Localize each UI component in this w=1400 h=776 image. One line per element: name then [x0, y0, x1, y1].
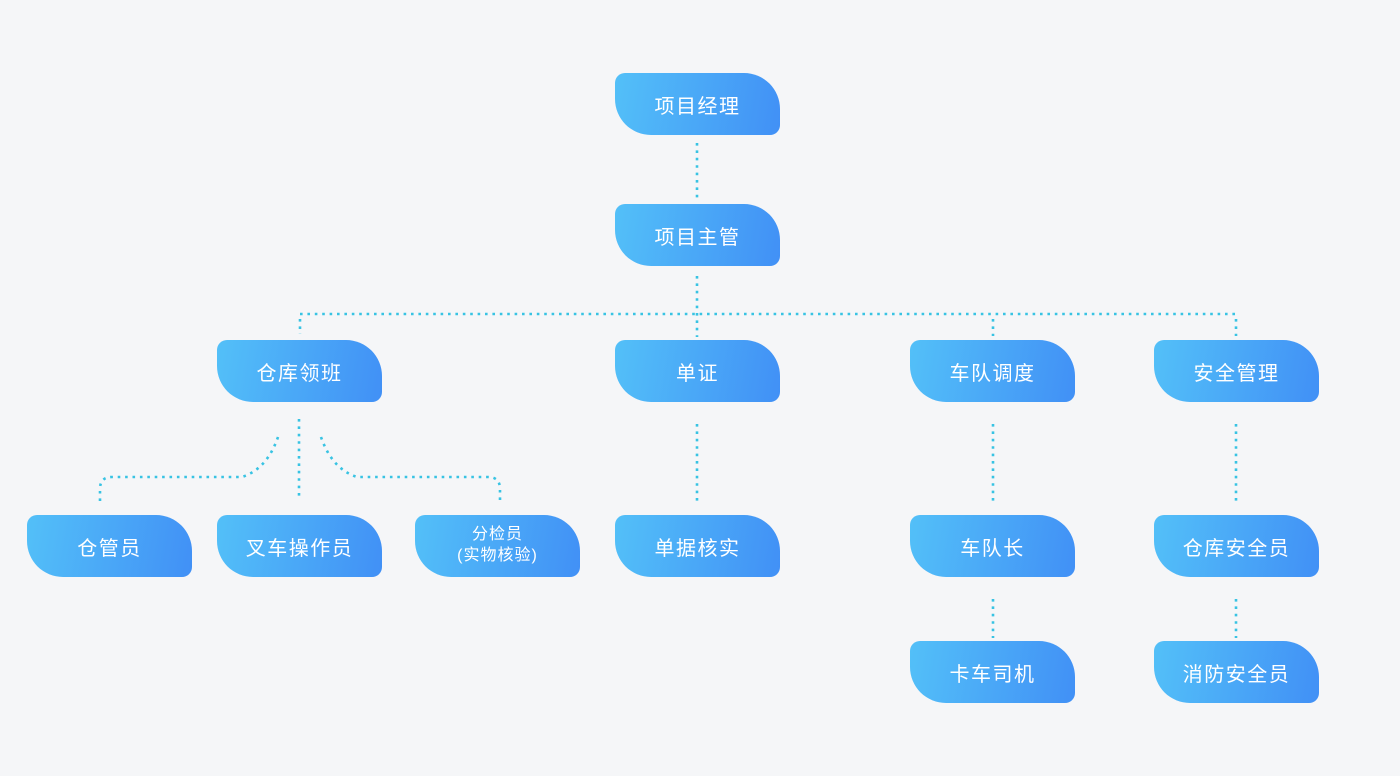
org-node-truck-driver[interactable]: 卡车司机 — [910, 641, 1075, 703]
connector-edge — [319, 436, 502, 504]
org-node-documentation[interactable]: 单证 — [615, 340, 780, 402]
org-node-warehouse-foreman[interactable]: 仓库领班 — [217, 340, 382, 402]
org-node-fleet-captain[interactable]: 车队长 — [910, 515, 1075, 577]
org-node-forklift-operator[interactable]: 叉车操作员 — [217, 515, 382, 577]
org-node-warehouse-keeper[interactable]: 仓管员 — [27, 515, 192, 577]
org-node-safety-management[interactable]: 安全管理 — [1154, 340, 1319, 402]
org-node-warehouse-safety-officer[interactable]: 仓库安全员 — [1154, 515, 1319, 577]
org-node-sorter[interactable]: 分检员 (实物核验) — [415, 515, 580, 577]
org-node-project-supervisor[interactable]: 项目主管 — [615, 204, 780, 266]
org-node-document-verification[interactable]: 单据核实 — [615, 515, 780, 577]
org-node-project-manager[interactable]: 项目经理 — [615, 73, 780, 135]
org-node-fire-safety-officer[interactable]: 消防安全员 — [1154, 641, 1319, 703]
org-node-fleet-dispatch[interactable]: 车队调度 — [910, 340, 1075, 402]
connector-edge — [98, 436, 280, 504]
